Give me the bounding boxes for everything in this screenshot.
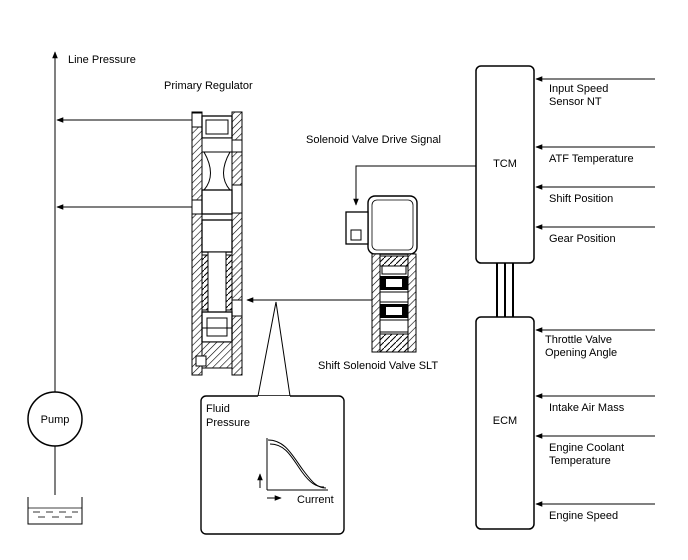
ecm-input-3-line2: Temperature xyxy=(549,455,611,467)
shift-solenoid-label: Shift Solenoid Valve SLT xyxy=(318,360,438,372)
graph-xlabel: Current xyxy=(297,494,334,506)
pump-icon xyxy=(27,391,83,447)
tcm-input-4-label: Gear Position xyxy=(549,233,616,245)
solenoid-drive-signal-label: Solenoid Valve Drive Signal xyxy=(306,134,441,146)
tcm-label: TCM xyxy=(493,158,517,170)
tcm-input-1-line1: Input Speed xyxy=(549,83,608,95)
primary-regulator-valve-icon xyxy=(191,111,243,376)
tcm-input-2-label: ATF Temperature xyxy=(549,153,634,165)
fluid-reservoir-icon xyxy=(27,497,83,525)
ecm-input-4-label: Engine Speed xyxy=(549,510,618,522)
ecm-input-2-label: Intake Air Mass xyxy=(549,402,625,414)
graph-title-line2: Pressure xyxy=(206,417,250,429)
tcm-ecm-bus xyxy=(496,263,514,317)
tcm-input-3-label: Shift Position xyxy=(549,193,613,205)
ecm-input-1-line1: Throttle Valve xyxy=(545,334,612,346)
ecm-box xyxy=(475,316,535,530)
graph-curve-inner xyxy=(269,443,325,488)
tcm-input-1-line2: Sensor NT xyxy=(549,96,602,108)
shift-solenoid-valve-icon xyxy=(345,195,418,353)
primary-regulator-label: Primary Regulator xyxy=(164,80,253,92)
ecm-input-3-line1: Engine Coolant xyxy=(549,442,624,454)
fluid-pressure-graph: Fluid Pressure Current xyxy=(200,395,345,535)
ecm-label: ECM xyxy=(493,415,517,427)
ecm-input-1-line2: Opening Angle xyxy=(545,347,617,359)
solenoid-drive-signal-arrow xyxy=(353,165,476,206)
line-pressure-label: Line Pressure xyxy=(68,54,136,66)
graph-title-line1: Fluid xyxy=(206,403,230,415)
pump-label: Pump xyxy=(41,414,70,426)
graph-callout-pointer xyxy=(257,301,291,397)
